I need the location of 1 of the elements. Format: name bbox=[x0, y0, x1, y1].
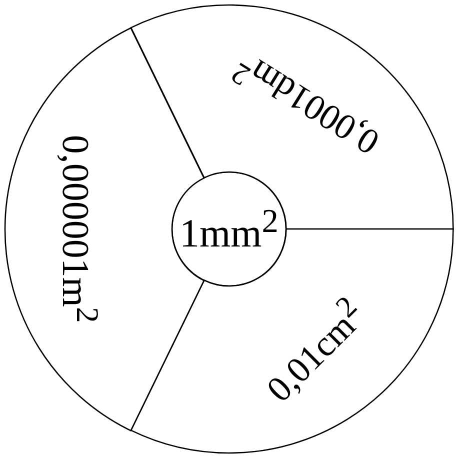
unit-label: 1mm$^{2}$ bbox=[180, 202, 278, 256]
